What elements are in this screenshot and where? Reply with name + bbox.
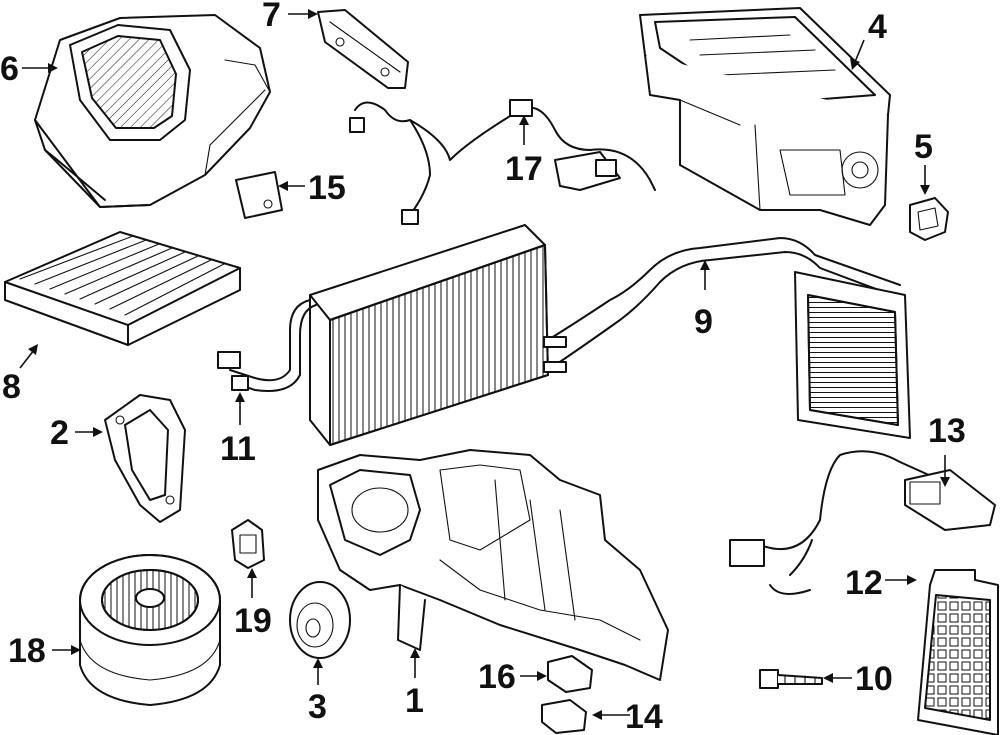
part-18-blower-motor	[79, 554, 221, 706]
callout-7: 7	[262, 0, 281, 34]
part-11-evaporator-core	[217, 224, 549, 446]
callout-5: 5	[914, 128, 933, 166]
callout-17: 17	[505, 150, 543, 188]
callout-9: 9	[694, 303, 713, 341]
part-5-actuator	[909, 197, 949, 241]
part-17-wiring-harness	[349, 99, 656, 225]
callout-3: 3	[308, 688, 327, 726]
part-12-ptc-heater	[917, 569, 999, 735]
part-6-blower-inlet-housing	[34, 14, 271, 208]
callout-14: 14	[625, 698, 663, 735]
part-19-blower-resistor	[231, 519, 265, 569]
part-2-gasket	[104, 394, 186, 523]
part-4-air-distribution-case	[639, 7, 891, 226]
callout-6: 6	[0, 50, 19, 88]
callout-2: 2	[50, 414, 69, 452]
callout-15: 15	[308, 169, 346, 207]
callout-labels: 6 7 4 5 15 17 8 9 11 2 13 12 10 14 16 1 …	[0, 0, 966, 735]
callout-1: 1	[405, 682, 424, 720]
part-16-connector	[547, 655, 593, 693]
callout-16: 16	[478, 658, 516, 696]
part-15-clip	[235, 171, 283, 219]
callout-11: 11	[220, 430, 256, 468]
part-13-harness-sensor	[729, 450, 996, 595]
leader-lines	[19, 9, 950, 720]
callout-13: 13	[928, 412, 966, 450]
callout-8: 8	[2, 368, 21, 406]
part-10-bolt	[759, 669, 823, 689]
callout-18: 18	[8, 632, 46, 670]
part-9-heater-core	[543, 237, 911, 439]
part-7-connector-bracket	[317, 9, 409, 89]
callout-19: 19	[234, 602, 272, 640]
part-3-motor-ring	[289, 581, 351, 659]
part-14-connector	[541, 699, 587, 734]
callout-4: 4	[868, 8, 887, 46]
part-8-cabin-air-filter	[4, 231, 241, 346]
callout-12: 12	[845, 564, 883, 602]
part-1-hvac-case	[317, 449, 669, 681]
callout-10: 10	[855, 660, 893, 698]
